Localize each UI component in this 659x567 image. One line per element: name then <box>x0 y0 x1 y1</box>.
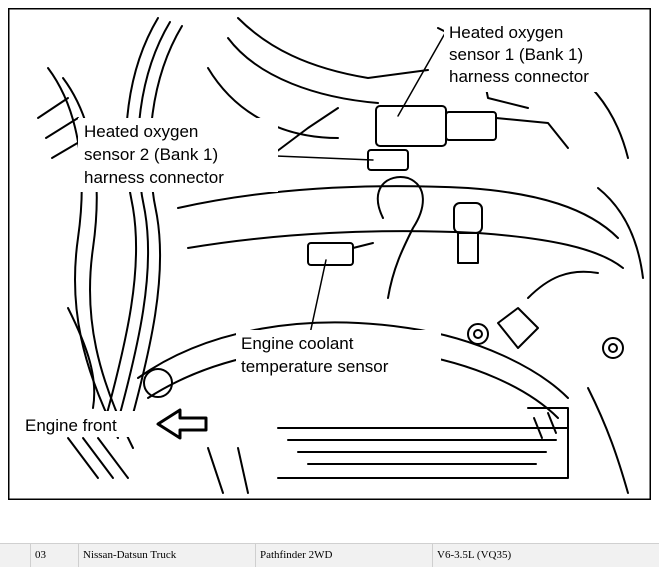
label-line: harness connector <box>84 168 224 187</box>
label-line: sensor 2 (Bank 1) <box>84 145 218 164</box>
label-line: Heated oxygen <box>84 122 198 141</box>
model-cell: Pathfinder 2WD <box>255 544 332 567</box>
label-line: Engine coolant <box>241 334 354 353</box>
engine-diagram: Heated oxygen sensor 1 (Bank 1) harness … <box>8 8 651 500</box>
label-line: temperature sensor <box>241 357 389 376</box>
label-line: Heated oxygen <box>449 23 563 42</box>
label-engine-coolant-temp-sensor: Engine coolant temperature sensor <box>236 330 441 380</box>
label-heated-o2-sensor-2: Heated oxygen sensor 2 (Bank 1) harness … <box>78 118 278 192</box>
vehicle-info-bar: 03 Nissan-Datsun Truck Pathfinder 2WD V6… <box>0 543 659 567</box>
label-line: Engine front <box>25 416 117 435</box>
label-line: harness connector <box>449 67 589 86</box>
engine-cell: V6-3.5L (VQ35) <box>432 544 511 567</box>
label-engine-front: Engine front <box>22 411 150 437</box>
year-cell: 03 <box>30 544 46 567</box>
diagram-svg: Heated oxygen sensor 1 (Bank 1) harness … <box>8 8 651 500</box>
make-cell: Nissan-Datsun Truck <box>78 544 176 567</box>
label-heated-o2-sensor-1: Heated oxygen sensor 1 (Bank 1) harness … <box>444 18 644 92</box>
label-line: sensor 1 (Bank 1) <box>449 45 583 64</box>
